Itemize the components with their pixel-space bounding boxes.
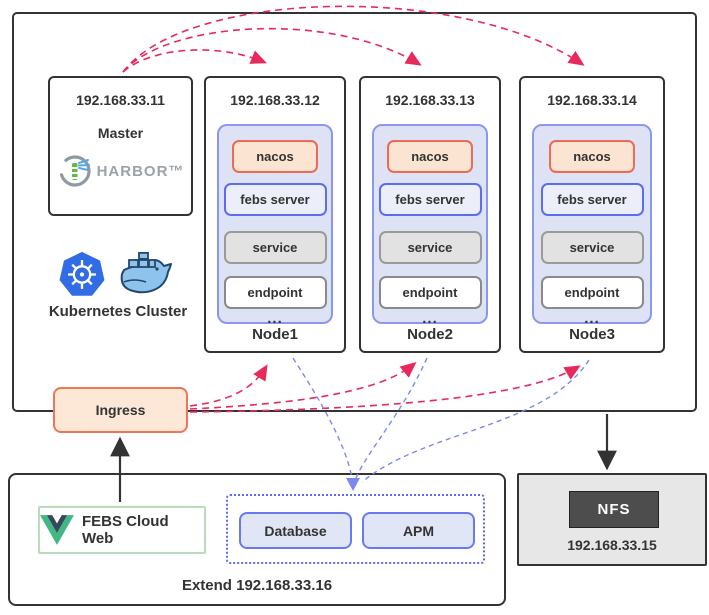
extend-box: FEBS Cloud Web Database APM Extend 192.1… bbox=[8, 473, 506, 606]
node3-ip: 192.168.33.14 bbox=[547, 92, 637, 108]
nacos-chip: nacos bbox=[232, 140, 318, 173]
service-chip: service bbox=[223, 231, 327, 264]
node1-box: 192.168.33.12 nacos febs server service … bbox=[204, 76, 346, 353]
cluster-logos bbox=[58, 250, 178, 298]
febs-server-chip: febs server bbox=[378, 183, 482, 216]
ingress-box: Ingress bbox=[53, 387, 188, 433]
node2-pod-panel: nacos febs server service endpoint ... bbox=[372, 124, 488, 327]
node2-ip: 192.168.33.13 bbox=[385, 92, 475, 108]
endpoint-chip: endpoint bbox=[540, 276, 644, 309]
more-ellipsis: ... bbox=[584, 310, 600, 327]
database-box: Database bbox=[239, 512, 352, 549]
vue-icon bbox=[40, 515, 74, 545]
extend-services-group: Database APM bbox=[226, 494, 485, 564]
more-ellipsis: ... bbox=[267, 310, 283, 327]
cluster-caption: Kubernetes Cluster bbox=[48, 303, 188, 320]
nfs-ip: 192.168.33.15 bbox=[567, 537, 657, 553]
node3-box: 192.168.33.14 nacos febs server service … bbox=[519, 76, 665, 353]
harbor-wordmark: HARBOR™ bbox=[96, 162, 185, 180]
nfs-box: NFS 192.168.33.15 bbox=[517, 473, 707, 566]
node1-ip: 192.168.33.12 bbox=[230, 92, 320, 108]
endpoint-chip: endpoint bbox=[378, 276, 482, 309]
febs-server-chip: febs server bbox=[223, 183, 327, 216]
master-role-label: Master bbox=[97, 125, 144, 141]
nacos-chip: nacos bbox=[387, 140, 473, 173]
master-ip: 192.168.33.11 bbox=[76, 92, 165, 108]
extend-caption: Extend 192.168.33.16 bbox=[181, 577, 333, 594]
febs-cloud-web-box: FEBS Cloud Web bbox=[38, 506, 206, 554]
kubernetes-icon bbox=[59, 251, 105, 296]
node3-label: Node3 bbox=[569, 326, 615, 343]
node1-pod-panel: nacos febs server service endpoint ... bbox=[217, 124, 333, 327]
harbor-icon bbox=[58, 155, 91, 187]
endpoint-chip: endpoint bbox=[223, 276, 327, 309]
node3-pod-panel: nacos febs server service endpoint ... bbox=[532, 124, 652, 327]
nfs-label-chip: NFS bbox=[569, 491, 659, 528]
master-node-box: 192.168.33.11 Master HARBOR™ bbox=[48, 76, 193, 216]
node2-label: Node2 bbox=[407, 326, 453, 343]
nacos-chip: nacos bbox=[549, 140, 635, 173]
febs-cloud-web-label: FEBS Cloud Web bbox=[81, 513, 169, 547]
docker-icon bbox=[120, 252, 172, 294]
node1-label: Node1 bbox=[252, 326, 298, 343]
harbor-logo: HARBOR™ bbox=[57, 153, 185, 189]
node2-box: 192.168.33.13 nacos febs server service … bbox=[359, 76, 501, 353]
febs-server-chip: febs server bbox=[540, 183, 644, 216]
apm-box: APM bbox=[362, 512, 475, 549]
service-chip: service bbox=[378, 231, 482, 264]
service-chip: service bbox=[540, 231, 644, 264]
more-ellipsis: ... bbox=[422, 310, 438, 327]
